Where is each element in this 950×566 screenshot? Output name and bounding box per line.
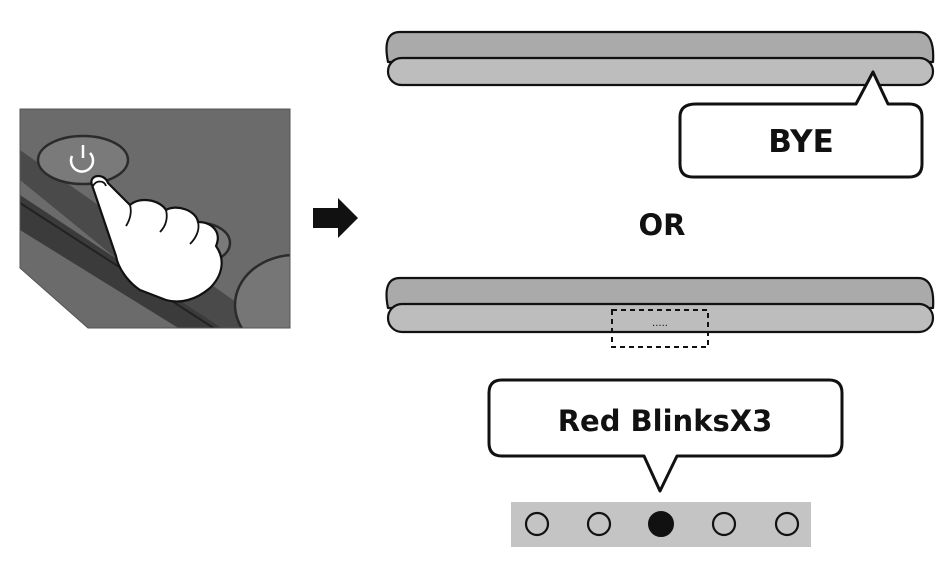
finger-press-icon [90,175,223,303]
bye-callout: BYE [678,70,924,179]
led-5 [774,511,800,537]
red-blinks-callout: Red BlinksX3 [487,378,844,493]
led-1 [524,511,550,537]
led-3-active [648,511,674,537]
display-dots: ..... [652,318,668,329]
led-display-highlight [611,309,709,348]
round-pad [233,253,290,328]
power-button[interactable] [36,134,130,186]
or-label: OR [639,208,686,242]
led-4 [711,511,737,537]
bye-label: BYE [768,124,834,160]
led-2 [586,511,612,537]
remote-closeup [19,108,291,329]
red-blinks-label: Red BlinksX3 [558,404,773,438]
arrow-right-icon [313,198,358,238]
soundbar-top [385,30,935,87]
power-icon [69,145,95,173]
soundbar-bottom: ..... [385,276,935,348]
led-strip [511,502,811,547]
